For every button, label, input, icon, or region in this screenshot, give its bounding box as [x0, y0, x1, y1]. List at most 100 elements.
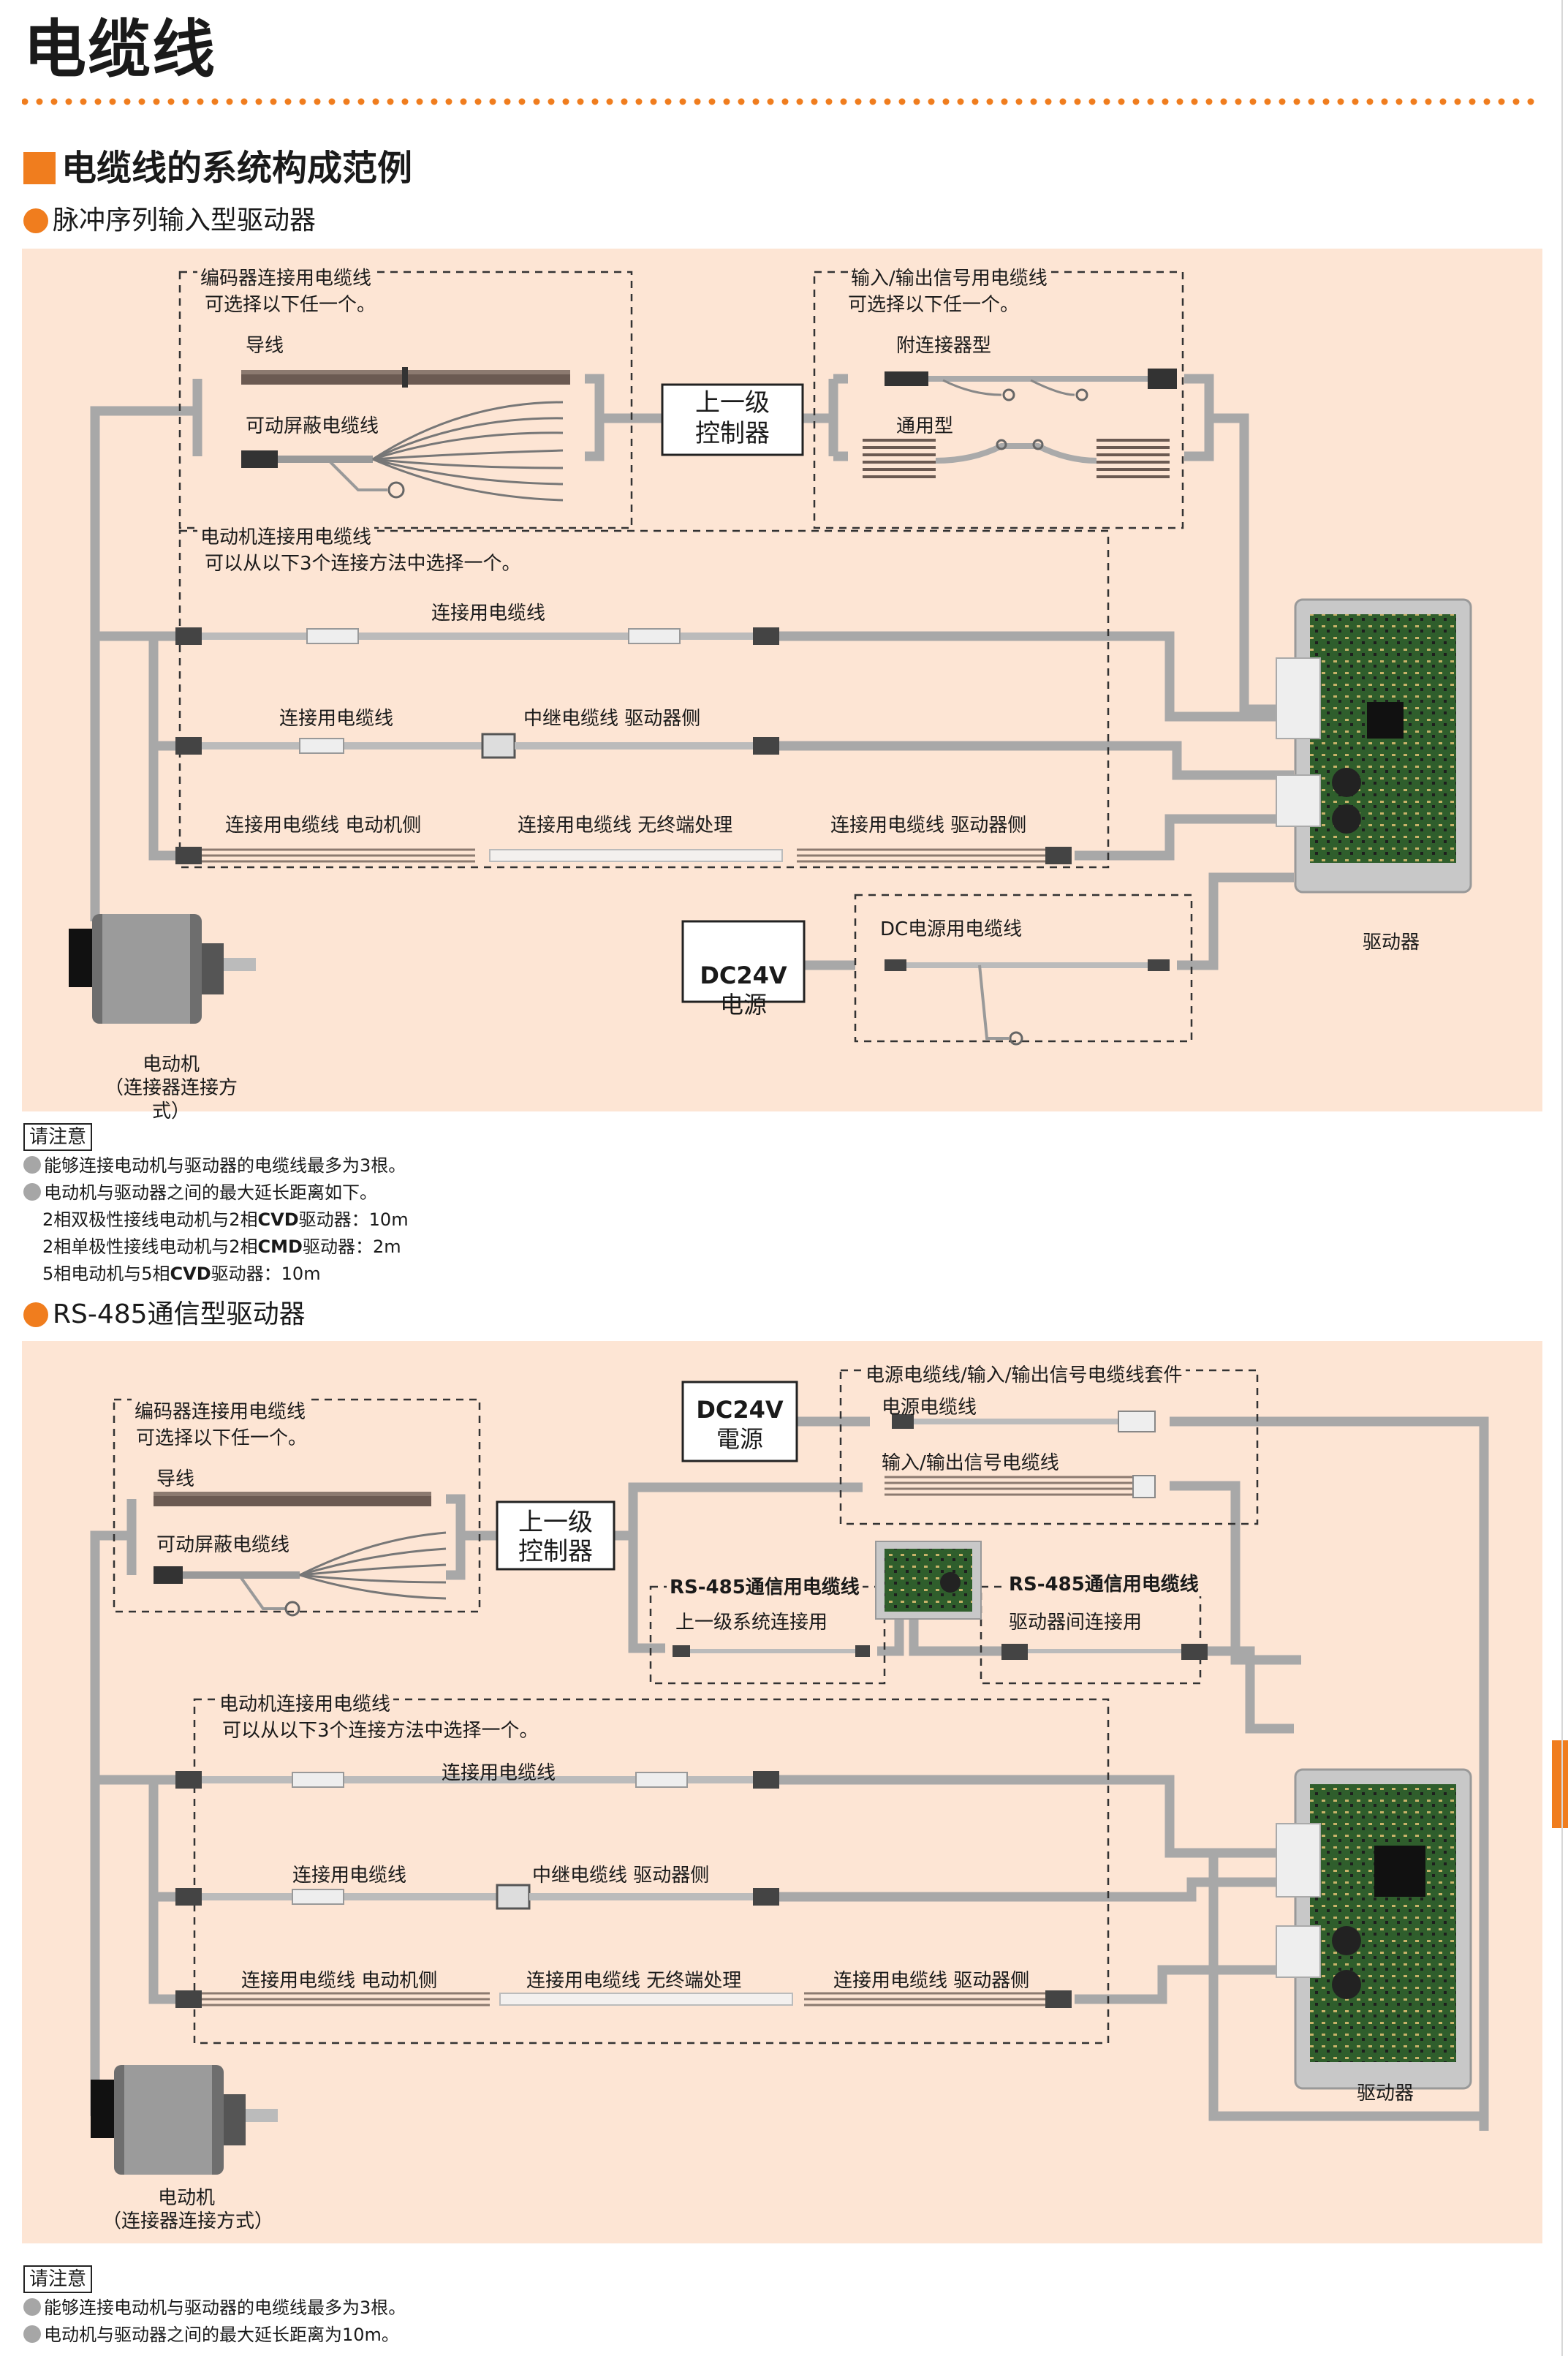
bullet-icon	[23, 2298, 41, 2316]
driver-image-2	[1276, 1768, 1472, 2090]
rs485-left-title: RS-485通信用电缆线	[667, 1572, 863, 1599]
motor-row3-label1: 连接用电缆线 电动机侧	[225, 815, 422, 837]
diagram2-power-box	[681, 1381, 798, 1462]
section-title: 电缆线的系统构成范例	[23, 146, 412, 190]
io-group-sub: 可选择以下任一个。	[848, 294, 1020, 316]
motor-cable2-row2	[175, 1884, 779, 1910]
lead-wire-cable-2	[154, 1492, 431, 1506]
rs485-right-title: RS-485通信用电缆线	[1006, 1569, 1202, 1596]
notes1-detail3: 5相电动机与5相CVD驱动器：10m	[42, 1264, 321, 1284]
motor-cable2-row1	[175, 1771, 779, 1789]
driver-image	[1276, 598, 1472, 894]
io-signal-cable	[885, 1475, 1156, 1498]
motor2-group-sub: 可以从以下3个连接方法中选择一个。	[222, 1720, 539, 1742]
diagram2-controller-label: 上一级 控制器	[518, 1508, 593, 1566]
motor-cable-row3	[175, 847, 1072, 864]
diagram2-driver-label: 驱动器	[1357, 2083, 1414, 2104]
dc-power-cable	[885, 959, 1170, 1046]
encoder2-group-title: 编码器连接用电缆线	[132, 1397, 309, 1424]
motor-cable-row2	[175, 733, 779, 759]
notes2-tag: 请注意	[23, 2265, 93, 2293]
notes1-item1: 能够连接电动机与驱动器的电缆线最多为3根。	[44, 1155, 406, 1176]
motor2-group-title: 电动机连接用电缆线	[216, 1689, 394, 1716]
motor-row1-label: 连接用电缆线	[431, 603, 546, 624]
motor-cable2-row3	[175, 1990, 1072, 2008]
notes1-detail2: 2相单极性接线电动机与2相CMD驱动器：2m	[42, 1236, 401, 1257]
diagram1-svg	[69, 271, 1472, 1046]
power-cable	[892, 1411, 1156, 1432]
encoder-group-title: 编码器连接用电缆线	[197, 263, 375, 290]
encoder-group-sub: 可选择以下任一个。	[205, 294, 376, 316]
page-title: 电缆线	[23, 13, 216, 86]
encoder-item-lead: 导线	[246, 335, 284, 357]
notes2: 请注意 能够连接电动机与驱动器的电缆线最多为3根。 电动机与驱动器之间的最大延长…	[23, 2265, 406, 2349]
rs485-right-sub: 驱动器间连接用	[1009, 1612, 1143, 1634]
encoder2-item-shielded: 可动屏蔽电缆线	[156, 1534, 290, 1556]
edge-rule	[1561, 0, 1563, 2356]
encoder2-group-sub: 可选择以下任一个。	[136, 1427, 308, 1449]
shielded-cable	[241, 401, 564, 502]
motor2-row3-label1: 连接用电缆线 电动机侧	[241, 1970, 438, 1992]
kit-item-io: 输入/输出信号电缆线	[882, 1452, 1059, 1474]
small-driver-image	[875, 1541, 982, 1620]
notes1-tag: 请注意	[23, 1123, 93, 1151]
motor2-row3-label3: 连接用电缆线 驱动器侧	[833, 1970, 1030, 1992]
diagram2-heading: RS-485通信型驱动器	[23, 1299, 306, 1331]
diagram1-controller-label: 上一级 控制器	[695, 388, 770, 448]
diagram1-driver-label: 驱动器	[1363, 932, 1420, 954]
lead-wire-cable	[241, 367, 570, 388]
diagram1-power-label: DC24V 电源	[700, 962, 787, 1019]
io-group-title: 输入/输出信号用电缆线	[848, 263, 1050, 290]
diagram2-controller-box	[496, 1500, 616, 1571]
diagram1-panel	[22, 249, 1542, 1111]
square-bullet-icon	[23, 152, 56, 184]
io-item-connector: 附连接器型	[896, 335, 992, 357]
io-connector-cable	[885, 369, 1177, 401]
diagram2-motor-label: 电动机 （连接器连接方式）	[102, 2187, 274, 2232]
motor-cable-row1	[175, 627, 779, 645]
diagram1-heading: 脉冲序列输入型驱动器	[23, 205, 316, 237]
dotted-divider	[22, 98, 1542, 105]
motor-row3-label3: 连接用电缆线 驱动器侧	[830, 815, 1027, 837]
motor-row3-label2: 连接用电缆线 无终端处理	[518, 815, 733, 837]
diagram2-power-label: DC24V 電源	[696, 1396, 784, 1453]
power-group-title: DC电源用电缆线	[877, 914, 1026, 941]
motor-row2-label1: 连接用电缆线	[279, 708, 394, 730]
motor-row2-label2: 中继电缆线 驱动器侧	[523, 708, 701, 730]
diagram1-controller-box	[661, 383, 804, 456]
rs485-left-sub: 上一级系统连接用	[675, 1612, 828, 1634]
circle-bullet-icon	[23, 208, 48, 233]
motor2-row3-label2: 连接用电缆线 无终端处理	[526, 1970, 742, 1992]
motor2-row1-label: 连接用电缆线	[442, 1762, 556, 1784]
motor-group-sub: 可以从以下3个连接方法中选择一个。	[205, 553, 521, 575]
notes2-item1: 能够连接电动机与驱动器的电缆线最多为3根。	[44, 2298, 406, 2318]
encoder-item-shielded: 可动屏蔽电缆线	[246, 415, 379, 437]
edge-tab	[1552, 1740, 1568, 1828]
notes1-item2: 电动机与驱动器之间的最大延长距离如下。	[44, 1182, 377, 1203]
motor2-row2-label2: 中继电缆线 驱动器侧	[532, 1865, 710, 1887]
shielded-cable-2	[154, 1531, 447, 1617]
notes1-detail1: 2相双极性接线电动机与2相CVD驱动器：10m	[42, 1209, 409, 1230]
bullet-icon	[23, 1183, 41, 1201]
kit-item-power: 电源电缆线	[882, 1397, 977, 1419]
diagram2-svg	[90, 1369, 1489, 2175]
notes1: 请注意 能够连接电动机与驱动器的电缆线最多为3根。 电动机与驱动器之间的最大延长…	[23, 1123, 409, 1288]
motor-image-2	[91, 2065, 278, 2175]
motor-group-title: 电动机连接用电缆线	[197, 522, 375, 549]
io-item-general: 通用型	[896, 415, 954, 437]
kit-group-title: 电源电缆线/输入/输出信号电缆线套件	[863, 1360, 1186, 1387]
rs485-upper-cable	[673, 1645, 870, 1657]
diagram1-power-box	[681, 920, 806, 1003]
rs485-driver-cable	[1001, 1644, 1208, 1660]
bullet-icon	[23, 2325, 41, 2343]
diagram1-wires	[90, 374, 1294, 970]
bullet-icon	[23, 1156, 41, 1174]
diagram1-motor-label: 电动机 （连接器连接方式）	[104, 1054, 238, 1122]
io-general-cable	[863, 439, 1170, 478]
diagram2-panel	[22, 1341, 1542, 2243]
notes2-item2: 电动机与驱动器之间的最大延长距离为10m。	[44, 2325, 399, 2345]
circle-bullet-icon	[23, 1302, 48, 1327]
encoder2-item-lead: 导线	[156, 1468, 195, 1490]
motor-image	[69, 914, 256, 1024]
motor2-row2-label1: 连接用电缆线	[292, 1865, 407, 1887]
